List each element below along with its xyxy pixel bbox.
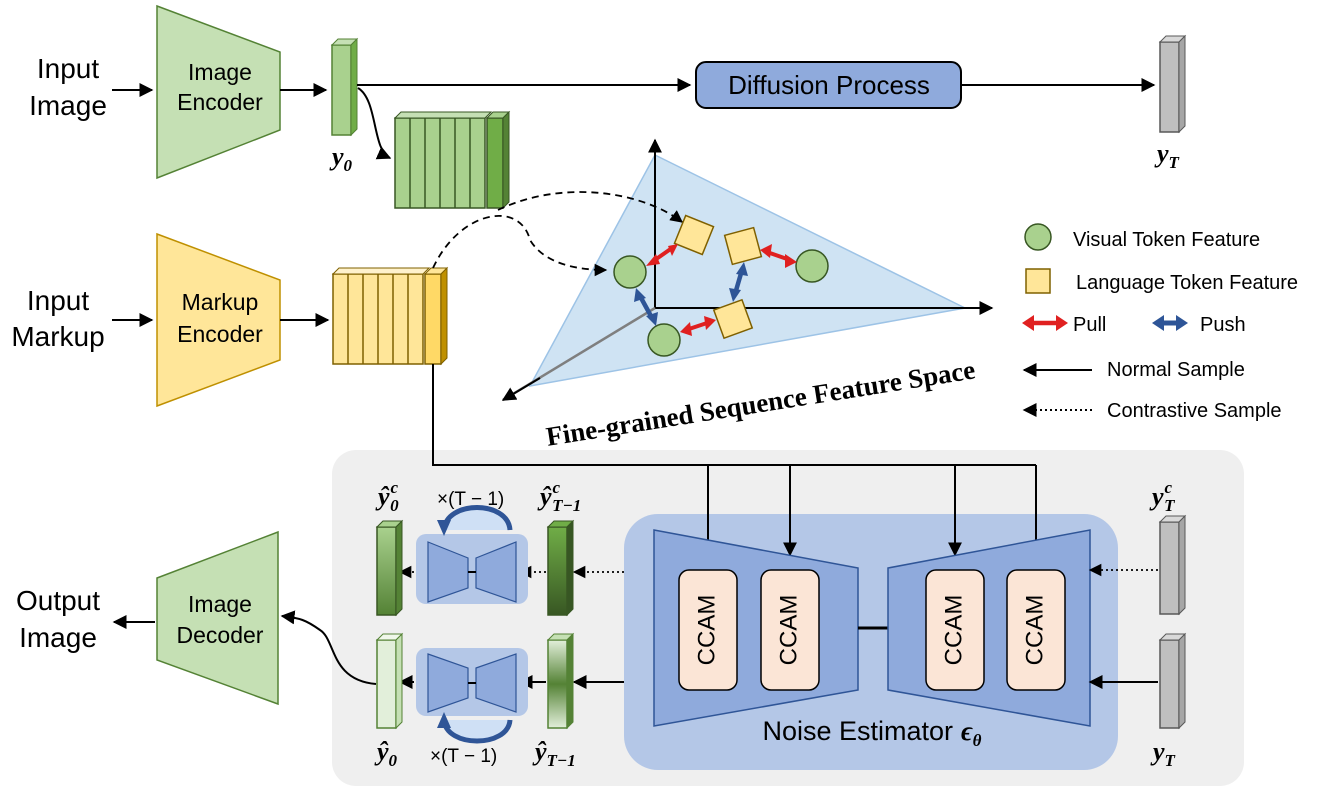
svg-text:Markup: Markup	[11, 321, 104, 352]
yT-label-bottom: yT	[1150, 737, 1176, 770]
visual-token-circle-1	[613, 255, 647, 289]
y0-hat-label: ŷ0	[374, 737, 398, 770]
arrow-y0-to-visual-tokens	[357, 87, 392, 160]
push-arrow-1	[634, 288, 658, 326]
diffusion-process-box: Diffusion Process	[695, 61, 962, 109]
yT1-hat-label: ŷT−1	[532, 737, 576, 770]
legend-pull: Pull	[1022, 314, 1106, 336]
y0-vector	[330, 37, 359, 137]
language-token-square-3	[712, 298, 754, 340]
loop-arrow-top	[437, 505, 513, 536]
repeat-label-top: ×(T − 1)	[437, 489, 504, 510]
language-token-square-1	[673, 214, 715, 256]
yT1-hat-vector	[546, 632, 575, 730]
svg-text:Input: Input	[37, 53, 99, 84]
svg-text:Encoder: Encoder	[177, 89, 263, 115]
ccam-block-1: CCAM	[678, 569, 738, 691]
svg-text:Encoder: Encoder	[177, 321, 263, 347]
svg-text:CCAM: CCAM	[1021, 595, 1048, 666]
markup-encoder: Markup Encoder	[156, 232, 281, 408]
push-arrow-2	[729, 262, 748, 302]
image-encoder: Image Encoder	[156, 4, 281, 180]
svg-text:CCAM: CCAM	[775, 595, 802, 666]
input-image-label: Input Image	[29, 53, 107, 121]
yT-vector-top	[1158, 34, 1187, 134]
svg-text:Pull: Pull	[1073, 314, 1106, 336]
visual-token-stack	[393, 110, 511, 210]
legend-normal-sample: Normal Sample	[1022, 359, 1245, 381]
mini-estimator-top	[416, 534, 528, 604]
legend: Visual Token Feature Language Token Feat…	[1022, 223, 1298, 422]
svg-text:Language Token Feature: Language Token Feature	[1076, 272, 1298, 294]
conditioning-line-overlay	[432, 450, 1036, 466]
pull-arrow-3	[680, 316, 716, 336]
svg-text:Image: Image	[188, 591, 252, 617]
svg-text:Image: Image	[188, 59, 252, 85]
legend-visual-token: Visual Token Feature	[1024, 223, 1260, 251]
pull-arrow-2	[760, 244, 797, 268]
contrastive-curve-language	[432, 215, 608, 277]
visual-token-circle-3	[647, 323, 681, 357]
yT-label-top: yT	[1154, 139, 1180, 172]
svg-text:Input: Input	[27, 285, 89, 316]
repeat-label-bottom: ×(T − 1)	[430, 746, 497, 767]
svg-text:CCAM: CCAM	[940, 595, 967, 666]
feature-space	[501, 138, 994, 402]
svg-text:Normal Sample: Normal Sample	[1107, 359, 1245, 381]
legend-contrastive-sample: Contrastive Sample	[1022, 400, 1282, 422]
loop-arrow-bottom	[437, 712, 513, 744]
svg-text:Contrastive Sample: Contrastive Sample	[1107, 400, 1282, 422]
legend-push: Push	[1152, 314, 1246, 336]
svg-text:Markup: Markup	[182, 289, 259, 315]
yTc-vector	[1158, 514, 1187, 616]
input-markup-label: Input Markup	[11, 285, 104, 352]
svg-text:Visual Token Feature: Visual Token Feature	[1073, 229, 1260, 251]
ccam-block-3: CCAM	[925, 569, 985, 691]
language-token-square-2	[723, 226, 763, 266]
y0-hat-c-vector	[375, 519, 404, 617]
image-decoder: Image Decoder	[156, 530, 279, 706]
legend-language-token: Language Token Feature	[1025, 268, 1298, 294]
svg-text:CCAM: CCAM	[693, 595, 720, 666]
svg-text:Decoder: Decoder	[177, 622, 264, 648]
y0-hat-vector	[375, 632, 404, 730]
visual-token-circle-2	[795, 249, 829, 283]
svg-text:Image: Image	[19, 622, 97, 653]
svg-text:Diffusion Process: Diffusion Process	[728, 70, 930, 100]
y0-label: y0	[329, 142, 353, 175]
svg-text:Push: Push	[1200, 314, 1246, 336]
yT-vector-bottom	[1158, 632, 1187, 730]
yT1-hat-c-vector	[546, 519, 575, 617]
ccam-block-4: CCAM	[1006, 569, 1066, 691]
pull-arrow-1	[646, 244, 678, 266]
arrow-y0-to-decoder	[280, 610, 377, 685]
contrastive-curve-visual	[497, 191, 684, 223]
svg-text:Image: Image	[29, 90, 107, 121]
ccam-block-2: CCAM	[760, 569, 820, 691]
mini-estimator-bottom	[416, 648, 528, 716]
output-image-label: Output Image	[16, 585, 100, 653]
language-token-stack	[331, 266, 449, 366]
svg-text:Output: Output	[16, 585, 100, 616]
